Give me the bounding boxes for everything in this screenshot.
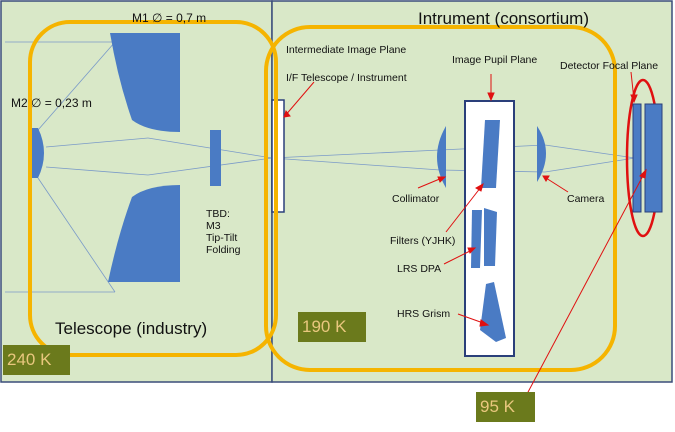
instrument-title: Intrument (consortium) — [418, 9, 589, 28]
m1-label: M1 ∅ = 0,7 m — [132, 11, 207, 25]
detector-window — [632, 103, 642, 213]
lrs-dpa-element-1 — [471, 210, 482, 268]
instrument-thermal-boundary — [264, 25, 617, 372]
detector-temperature-badge: 95 K — [476, 392, 535, 422]
telescope-rays — [5, 41, 273, 293]
m3-label-line: M3 — [206, 220, 221, 232]
intermediate-image-plane-label: Intermediate Image Plane — [286, 44, 407, 56]
filters-element — [481, 120, 500, 188]
instrument-temperature-badge: 190 K — [298, 312, 366, 342]
lrs-dpa-label: LRS DPA — [397, 263, 442, 275]
telescope-temperature-badge: 240 K — [3, 345, 70, 375]
m3-mirror — [210, 130, 221, 186]
collimator-lens — [437, 126, 446, 188]
camera-lens — [537, 126, 546, 182]
hrs-grism-label: HRS Grism — [397, 308, 451, 320]
m1-mirror-top — [110, 33, 180, 132]
camera-label: Camera — [567, 193, 605, 205]
interface-label: I/F Telescope / Instrument — [286, 72, 407, 84]
m3-label: TBD: M3 Tip-Tilt Folding — [206, 208, 266, 256]
detector-array — [644, 103, 663, 213]
detector-focal-plane-label: Detector Focal Plane — [560, 60, 659, 72]
m1-mirror-bottom — [108, 185, 180, 282]
m3-label-line: Tip-Tilt — [206, 232, 238, 244]
telescope-thermal-boundary — [28, 20, 278, 357]
filters-label: Filters (YJHK) — [390, 235, 456, 247]
collimator-label: Collimator — [392, 193, 440, 205]
m3-label-line: TBD: — [206, 208, 230, 220]
m3-label-line: Folding — [206, 244, 241, 256]
hrs-grism-element — [480, 282, 506, 342]
annotation-arrows — [283, 71, 647, 395]
lrs-dpa-element-2 — [484, 208, 497, 266]
image-pupil-plane-label: Image Pupil Plane — [452, 54, 538, 66]
m2-label: M2 ∅ = 0,23 m — [11, 96, 92, 110]
telescope-section-label: Telescope (industry) — [55, 319, 208, 338]
